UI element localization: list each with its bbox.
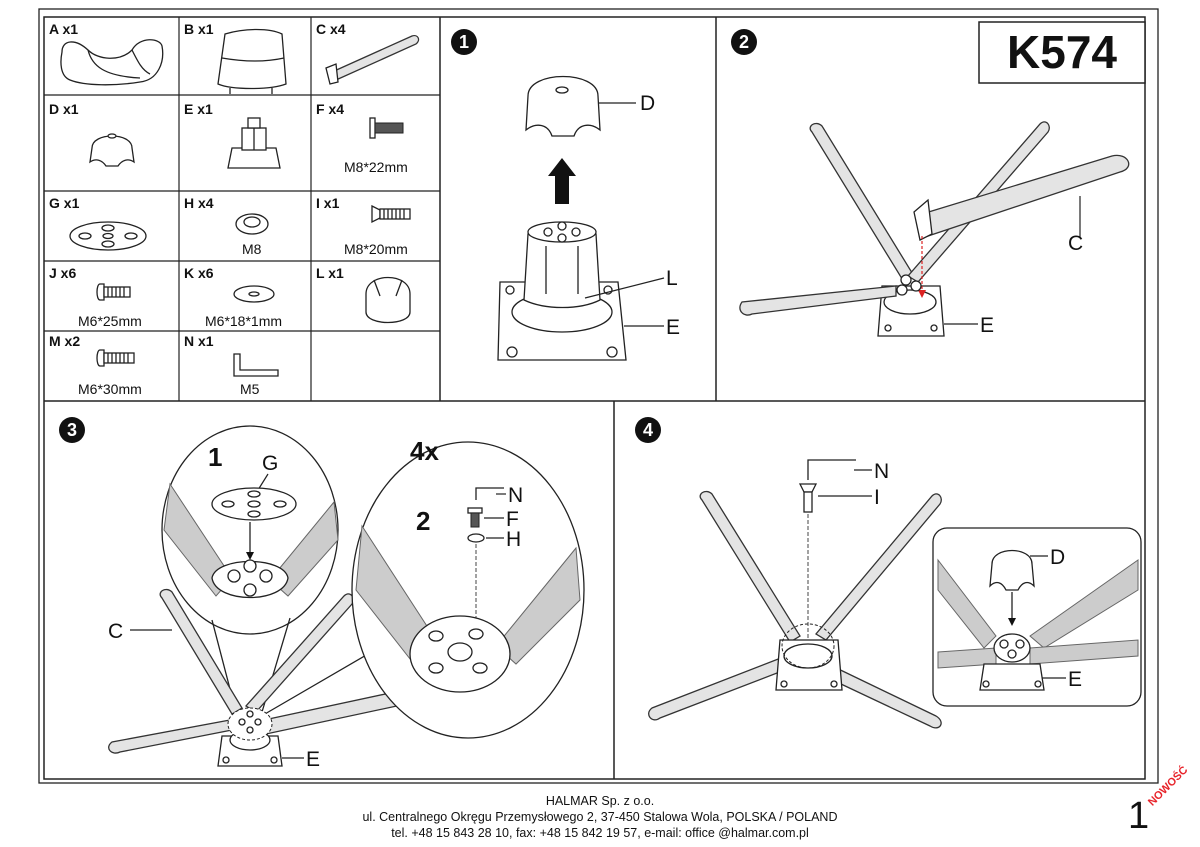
step-2-callout-e: E [980,314,994,337]
step-2-leg [921,154,1130,237]
step-3-callout-f: F [506,508,519,531]
part-i-bolt [371,204,411,224]
part-m-bolt [96,349,135,367]
step-3-quantity: 4x [410,436,439,466]
part-d-cap [89,133,135,167]
part-f-caption: M8*22mm [344,159,408,175]
part-l-sleeve [365,276,411,324]
part-n-caption: M5 [240,381,260,397]
inner-frame [43,16,1146,780]
parts-grid [44,17,440,401]
footer-contact: tel. +48 15 843 28 10, fax: +48 15 842 1… [391,826,809,840]
part-k-washer [233,285,275,303]
part-d-label: D x1 [49,101,79,117]
step-2-leg [809,122,915,283]
step-4-number: 4 [643,420,653,440]
step-3-number: 3 [67,420,77,440]
part-k-caption: M6*18*1mm [205,313,282,329]
footer-address: ul. Centralnego Okręgu Przemysłowego 2, … [362,810,838,824]
part-a-label: A x1 [49,21,78,37]
footer: HALMAR Sp. z o.o. ul. Centralnego Okręgu… [300,793,900,841]
step-1-callout-l: L [666,267,678,290]
step-3-badge [59,417,85,443]
step-1-badge [451,29,477,55]
step-3-callout-n: N [508,484,523,507]
step-3-callout-g: G [262,452,278,475]
part-h-label: H x4 [184,195,214,211]
step-1-number: 1 [459,32,469,52]
step-1-up-arrow [548,158,576,204]
part-h-caption: M8 [242,241,262,257]
part-a-seat-shell [60,39,164,86]
part-b-label: B x1 [184,21,214,37]
step-1-callout-e: E [666,316,680,339]
step-4-badge [635,417,661,443]
part-h-washer [235,213,269,235]
part-e-label: E x1 [184,101,213,117]
step-1-cap [525,75,601,137]
step-3-callout-e: E [306,748,320,771]
part-i-label: I x1 [316,195,340,211]
step-1-column [523,233,601,309]
part-e-base [227,117,281,169]
assembly-sheet: A x1 B x1 C x4 D x1 E x1 F x4 M8*22mm G … [38,8,1159,784]
outer-frame [38,8,1159,784]
part-j-caption: M6*25mm [78,313,142,329]
page-number: 1 [1128,795,1150,837]
step-2-leg [739,285,897,316]
part-g-plate [69,221,147,251]
part-i-caption: M8*20mm [344,241,408,257]
model-box [978,21,1146,84]
step-3-zoom-2 [351,441,585,739]
step-4-callout-e: E [1068,668,1082,691]
part-k-label: K x6 [184,265,214,281]
step-3-callout-c: C [108,620,123,643]
part-n-hex-key [233,353,279,377]
step-3-sub-2: 2 [416,506,430,536]
footer-company: HALMAR Sp. z o.o. [545,794,655,808]
part-j-label: J x6 [49,265,76,281]
step-1-callout-d: D [640,92,655,115]
part-n-label: N x1 [184,333,214,349]
part-c-leg [325,34,420,85]
part-c-label: C x4 [316,21,346,37]
part-m-caption: M6*30mm [78,381,142,397]
step-4-callout-i: I [874,486,880,509]
step-2-number: 2 [739,32,749,52]
model-number: K574 [1007,26,1117,78]
part-b-backrest [217,28,287,94]
step-2-diagram: 2 K574 C E [731,21,1146,337]
step-4-callout-n: N [874,460,889,483]
part-j-bolt [96,283,131,301]
part-l-label: L x1 [316,265,344,281]
part-g-label: G x1 [49,195,80,211]
step-4-callout-d: D [1050,546,1065,569]
part-f-bolt [369,117,404,139]
step-2-badge [731,29,757,55]
step-3-diagram: 3 1 G [59,417,585,771]
step-3-sub-1: 1 [208,442,222,472]
step-4-diagram: 4 N I D E [635,417,1142,729]
step-1-diagram: 1 D L E [451,29,680,361]
part-f-label: F x4 [316,101,344,117]
step-3-callout-h: H [506,528,521,551]
step-2-callout-c: C [1068,232,1083,255]
part-m-label: M x2 [49,333,80,349]
